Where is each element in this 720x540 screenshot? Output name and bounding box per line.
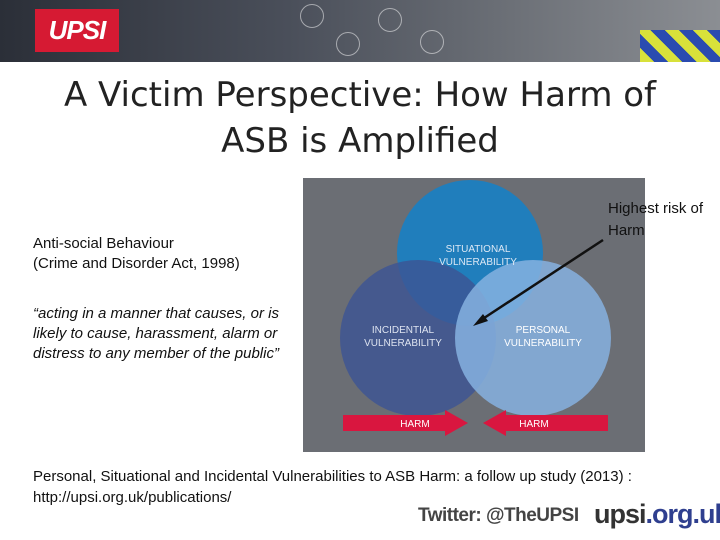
citation-text: Personal, Situational and Incidental Vul… — [33, 468, 632, 506]
network-node-icon — [378, 8, 402, 32]
asb-definition-quote: “acting in a manner that causes, or is l… — [33, 305, 279, 362]
police-photo-graphic — [640, 30, 720, 62]
slide-title: A Victim Perspective: How Harm of ASB is… — [0, 72, 720, 164]
site-logo: upsi.org.uk — [594, 499, 720, 530]
site-name: upsi — [594, 499, 647, 529]
personal-label-1: PERSONAL — [516, 325, 571, 336]
harm-label-left: HARM — [400, 419, 429, 430]
upsi-logo: UPSI — [35, 9, 119, 52]
situational-label-2: VULNERABILITY — [439, 257, 517, 268]
situational-label-1: SITUATIONAL — [446, 244, 511, 255]
site-tld: .org.uk — [645, 499, 720, 529]
highest-risk-annotation: Highest risk of Harm — [608, 200, 704, 239]
personal-label-2: VULNERABILITY — [504, 338, 582, 349]
venn-diagram-svg: SITUATIONAL VULNERABILITY INCIDENTIAL VU… — [340, 180, 611, 436]
harm-label-right: HARM — [519, 419, 548, 430]
definition-line-1: Anti-social Behaviour — [33, 235, 174, 252]
network-node-icon — [420, 30, 444, 54]
harm-arrow-left — [483, 410, 608, 436]
incidental-label-1: INCIDENTIAL — [372, 325, 435, 336]
network-node-icon — [336, 32, 360, 56]
harm-arrow-right — [343, 410, 468, 436]
network-node-icon — [300, 4, 324, 28]
highest-risk-arrowhead — [473, 314, 488, 326]
definition-line-2: (Crime and Disorder Act, 1998) — [33, 255, 240, 272]
asb-definition-heading: Anti-social Behaviour (Crime and Disorde… — [33, 234, 303, 274]
twitter-handle: Twitter: @TheUPSI — [418, 505, 579, 526]
incidental-label-2: VULNERABILITY — [364, 338, 442, 349]
personal-circle — [455, 260, 611, 416]
header-banner: UPSI — [0, 0, 720, 62]
highest-risk-arrow-line — [477, 238, 604, 324]
logo-text: UPSI — [48, 15, 107, 45]
incidental-circle — [340, 260, 496, 416]
title-line-2: ASB is Amplified — [221, 121, 499, 161]
venn-diagram: SITUATIONAL VULNERABILITY INCIDENTIAL VU… — [303, 178, 645, 452]
title-line-1: A Victim Perspective: How Harm of — [63, 75, 657, 115]
